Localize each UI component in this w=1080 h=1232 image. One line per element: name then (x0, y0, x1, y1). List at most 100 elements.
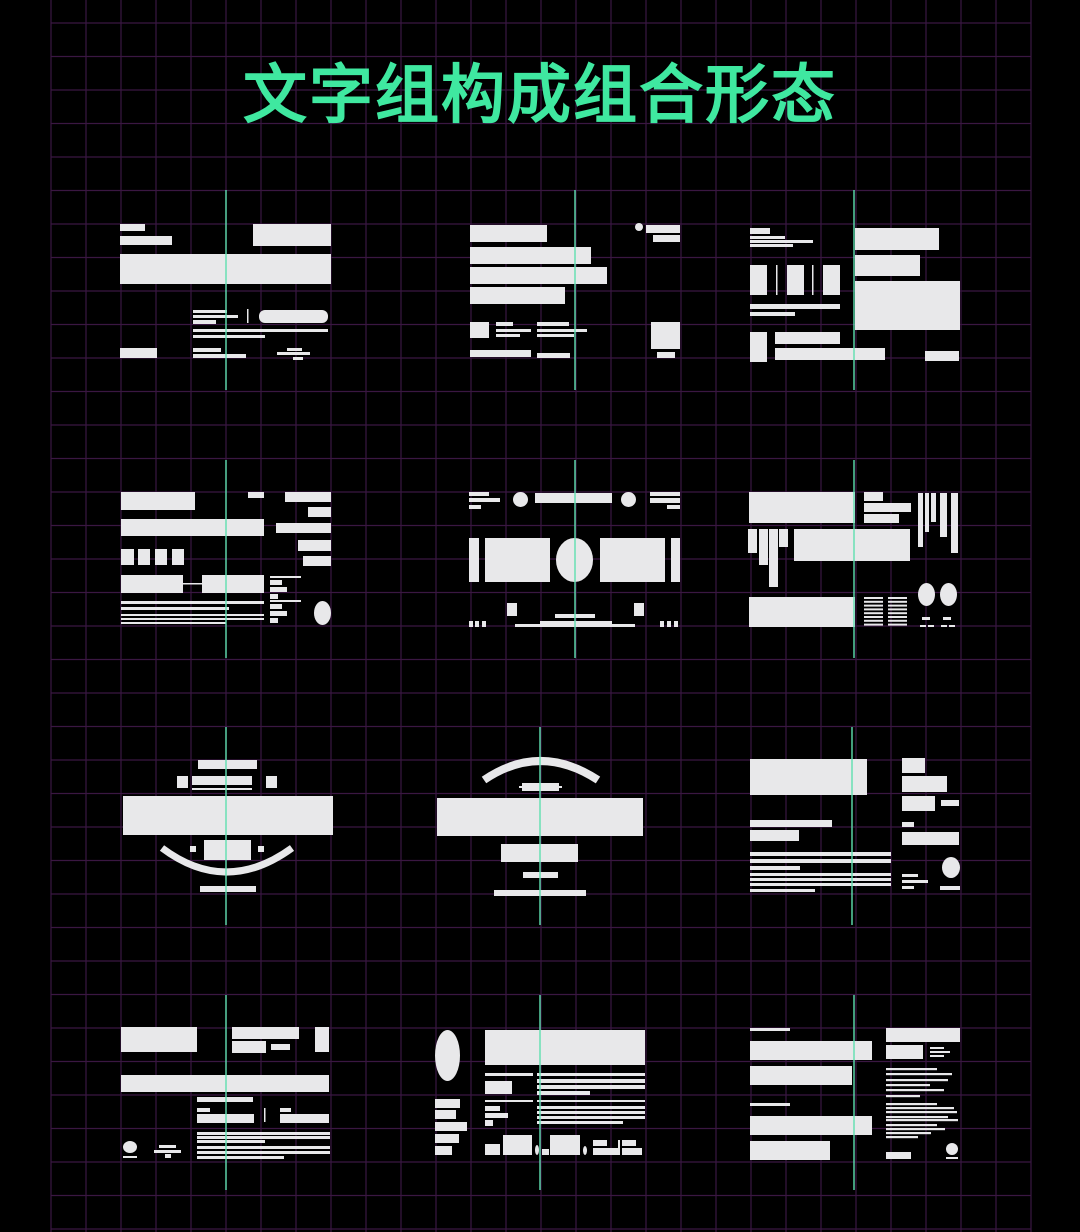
rounded-block (259, 310, 328, 323)
text-block (287, 348, 302, 351)
text-block (886, 1028, 960, 1042)
text-block (469, 621, 473, 627)
text-block (750, 866, 800, 870)
text-block (435, 1122, 467, 1131)
text-block (475, 621, 479, 627)
text-block (121, 618, 264, 620)
text-block (248, 492, 264, 498)
text-block (750, 878, 891, 881)
ellipse-block (940, 583, 957, 606)
text-block (270, 576, 301, 578)
text-block (886, 1089, 944, 1092)
text-block (197, 1108, 210, 1112)
text-block (192, 776, 252, 785)
text-block (886, 1128, 945, 1131)
text-block (886, 1073, 952, 1076)
text-block (120, 224, 145, 231)
text-block (193, 335, 265, 338)
text-block (270, 587, 287, 592)
text-block (270, 594, 278, 599)
text-block (886, 1079, 948, 1082)
text-block (470, 225, 547, 242)
text-block (485, 1030, 645, 1065)
text-block (864, 503, 911, 512)
layout-panel-2 (470, 190, 680, 390)
text-block (277, 352, 310, 355)
text-block (120, 348, 157, 358)
text-block (951, 493, 958, 553)
text-block (470, 350, 531, 357)
text-block (930, 1055, 944, 1057)
text-block (925, 351, 959, 361)
text-block (271, 1044, 290, 1050)
text-block (600, 538, 665, 582)
text-block (266, 776, 277, 788)
text-block (674, 621, 678, 627)
layout-panel-5 (469, 460, 680, 658)
text-block (540, 621, 612, 624)
text-block (946, 1157, 958, 1159)
text-block (535, 493, 612, 503)
text-block (121, 607, 229, 610)
text-block (750, 859, 891, 863)
text-block (537, 329, 587, 332)
text-block (864, 597, 883, 599)
text-block (470, 247, 591, 264)
text-block (537, 1121, 623, 1124)
text-block (485, 1073, 533, 1076)
text-block (264, 1108, 266, 1122)
text-block (193, 329, 328, 332)
text-block (902, 880, 928, 883)
text-block (121, 622, 226, 624)
text-block (864, 623, 883, 626)
text-block (537, 353, 570, 358)
text-block (902, 796, 935, 811)
text-block (121, 549, 134, 565)
text-block (542, 1149, 549, 1155)
text-block (886, 1132, 931, 1135)
text-block (902, 776, 947, 792)
text-block (886, 1136, 918, 1139)
text-block (190, 846, 196, 852)
text-block (469, 492, 489, 496)
text-block (750, 332, 767, 362)
text-block (197, 1156, 284, 1159)
text-block (864, 492, 883, 501)
text-block (749, 597, 855, 627)
text-block (949, 625, 955, 627)
text-block (888, 608, 907, 611)
text-block (315, 1027, 329, 1052)
text-block (276, 523, 331, 533)
text-block (650, 498, 680, 503)
text-block (121, 1075, 329, 1092)
text-block (258, 846, 264, 852)
text-block (750, 1066, 852, 1085)
page-title: 文字组构成组合形态 (243, 59, 837, 133)
text-block (902, 874, 918, 877)
text-block (886, 1111, 957, 1114)
text-block (886, 1068, 937, 1071)
text-block (123, 796, 333, 835)
ellipse-block (123, 1141, 137, 1153)
ellipse-block (946, 1143, 958, 1155)
text-block (750, 240, 813, 243)
text-block (940, 886, 960, 890)
ellipse-block (435, 1030, 460, 1081)
text-block (485, 1106, 500, 1111)
text-block (496, 334, 520, 337)
text-block (507, 603, 517, 616)
text-block (435, 1146, 452, 1155)
text-block (537, 1085, 645, 1089)
text-block (293, 357, 303, 360)
ellipse-block (635, 223, 643, 231)
text-block (750, 1103, 790, 1106)
text-block (902, 822, 914, 827)
text-block (651, 322, 680, 349)
text-block (750, 265, 767, 295)
text-block (864, 612, 883, 615)
ellipse-block (942, 857, 960, 878)
text-block (902, 758, 925, 773)
text-block (593, 1140, 607, 1146)
text-block (750, 1141, 830, 1160)
